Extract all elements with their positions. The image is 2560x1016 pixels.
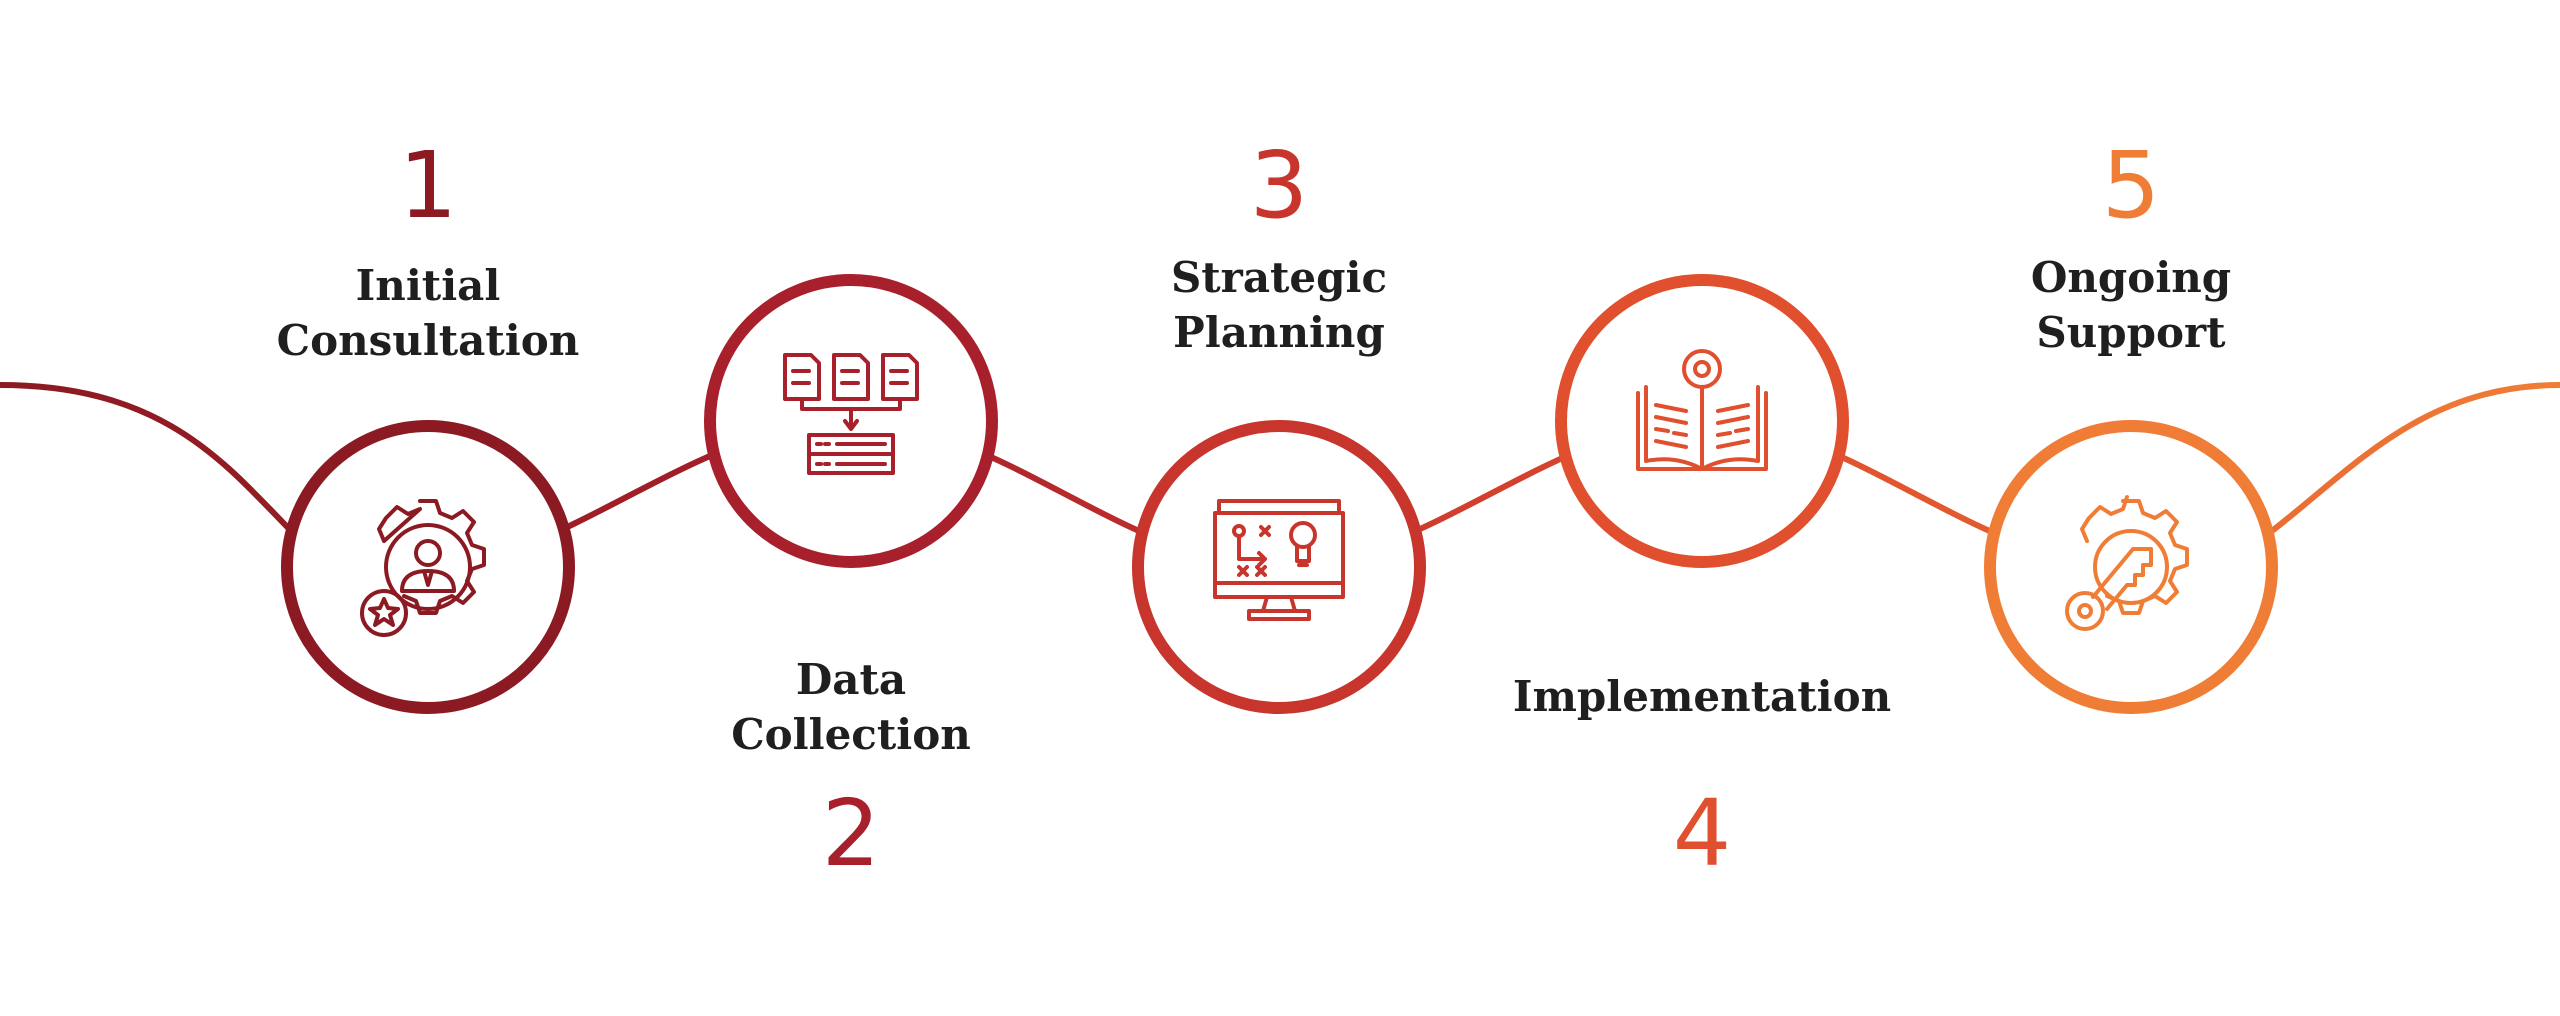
step-number-1: 1 — [398, 132, 458, 239]
step-number-3: 3 — [1249, 132, 1309, 239]
step-circle-3 — [1132, 420, 1426, 714]
step-circle-5 — [1984, 420, 2278, 714]
step-ring — [1984, 420, 2278, 714]
step-title-line: Initial — [355, 261, 501, 310]
step-title-line: Strategic — [1170, 253, 1388, 302]
documents-to-server-icon — [783, 353, 919, 475]
step-circle-4 — [1555, 274, 1849, 568]
book-gear-icon — [1636, 349, 1768, 471]
step-title-line: Consultation — [276, 316, 580, 365]
step-number-2: 2 — [821, 780, 881, 887]
step-title-line: Planning — [1173, 308, 1385, 357]
step-title-line: Implementation — [1512, 672, 1892, 721]
step-title-line: Support — [2036, 308, 2226, 357]
monitor-strategy-bulb-icon — [1213, 499, 1345, 621]
step-title-3: Strategic Planning — [1059, 250, 1499, 360]
step-ring — [1132, 420, 1426, 714]
step-title-5: Ongoing Support — [1911, 250, 2351, 360]
step-title-2: Data Collection — [631, 652, 1071, 762]
step-title-1: Initial Consultation — [208, 258, 648, 368]
step-title-line: Collection — [731, 710, 971, 759]
step-number-5: 5 — [2101, 132, 2161, 239]
step-title-line: Data — [795, 655, 907, 704]
step-number-4: 4 — [1672, 780, 1732, 887]
step-title-line: Ongoing — [2030, 253, 2232, 302]
gear-person-star-icon — [360, 499, 486, 637]
step-title-4: Implementation — [1482, 669, 1922, 724]
step-circle-2 — [704, 274, 998, 568]
gear-key-icon — [2065, 495, 2189, 631]
step-circle-1 — [281, 420, 575, 714]
